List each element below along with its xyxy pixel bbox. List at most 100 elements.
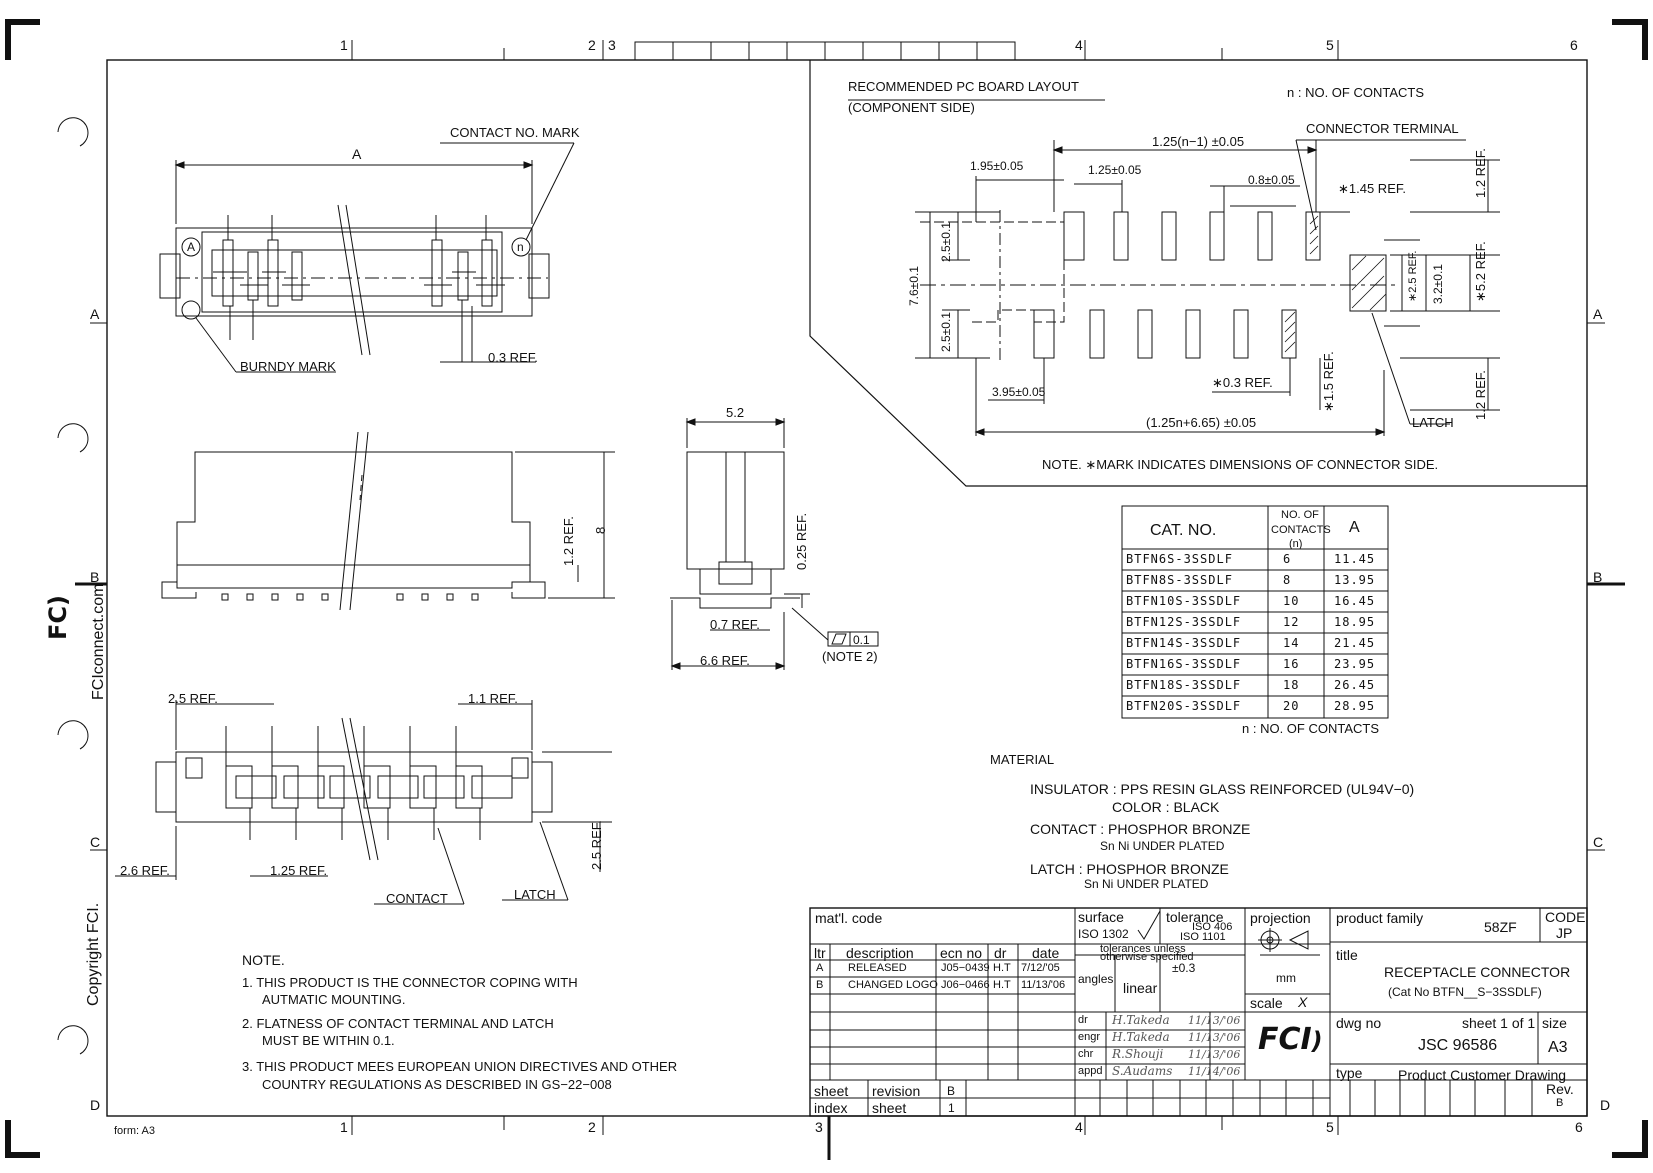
cat-cell-number: BTFN14S-3SSDLF <box>1126 636 1242 650</box>
circle-n-label: n <box>517 240 524 254</box>
tb-product-family: product family <box>1336 910 1424 926</box>
zone-col-3-bottom: 3 <box>815 1119 823 1135</box>
pcb-dim-15: ∗1.5 REF. <box>1321 351 1336 412</box>
tb-dwg-value: JSC 96586 <box>1418 1037 1498 1054</box>
bottom-view-dim-25-vertical: 2.5 REF. <box>589 820 604 870</box>
end-view-dim-07: 0.7 REF. <box>710 617 760 632</box>
form-label: form: A3 <box>114 1125 155 1137</box>
pcb-dim-145: ∗1.45 REF. <box>1338 181 1406 196</box>
tb-tol-unless-2: otherwise specified <box>1100 951 1194 963</box>
tb-revision-value: B <box>947 1084 956 1098</box>
cat-cell-number: BTFN12S-3SSDLF <box>1126 615 1242 629</box>
bottom-view-dim-125: 1.25 REF. <box>270 863 328 878</box>
tb-h-desc: description <box>846 945 914 961</box>
zone-col-5: 5 <box>1326 37 1334 53</box>
pcb-dim-32: 3.2±0.1 <box>1431 264 1445 304</box>
pcb-title: RECOMMENDED PC BOARD LAYOUT <box>848 79 1079 94</box>
zone-col-2-bottom: 2 <box>588 1119 596 1135</box>
cat-cell-contacts: 10 <box>1283 594 1300 608</box>
binder-hole <box>57 423 89 453</box>
end-view-dim-66: 6.6 REF. <box>700 653 750 668</box>
rev-cell-dr: H.T <box>993 979 1011 991</box>
tb-h-date: date <box>1032 945 1060 961</box>
cat-cell-a: 23.95 <box>1334 657 1376 671</box>
sig-name: H.Takeda <box>1112 1030 1170 1044</box>
pcb-dim-125: 1.25±0.05 <box>1088 163 1142 177</box>
rev-cell-date: 11/13/'06 <box>1021 979 1066 991</box>
tb-iso406: ISO 406 <box>1192 921 1233 933</box>
rev-cell-dr: H.T <box>993 962 1011 974</box>
tb-sheet-of: sheet 1 of 1 <box>1462 1015 1536 1031</box>
zone-row-a: A <box>90 306 100 322</box>
flatness-value: 0.1 <box>853 633 870 647</box>
connector-terminal-label: CONNECTOR TERMINAL <box>1306 121 1459 136</box>
bottom-view-dim-11: 1.1 REF. <box>468 691 518 706</box>
zone-col-6-bottom: 6 <box>1575 1119 1583 1135</box>
tb-iso1101: ISO 1101 <box>1180 931 1226 943</box>
tb-tol-unless-1: tolerances unless <box>1100 943 1186 955</box>
rev-cell-ecn: J05−0439 <box>941 962 990 974</box>
side-copyright: Copyright FCI. <box>85 902 102 1006</box>
zone-row-d: D <box>90 1097 101 1113</box>
tb-sheet-label: sheet <box>814 1083 849 1099</box>
tb-angles: angles <box>1078 972 1114 986</box>
tb-surface: surface <box>1078 909 1124 925</box>
tb-scale: scale <box>1250 995 1283 1011</box>
sig-role: chr <box>1078 1048 1094 1060</box>
zone-col-5-bottom: 5 <box>1326 1119 1334 1135</box>
tb-type-value: Product Customer Drawing <box>1398 1067 1567 1083</box>
zone-row-c: C <box>90 834 101 850</box>
rev-cell-ltr: B <box>816 979 824 991</box>
material-color: COLOR : BLACK <box>1112 799 1220 815</box>
cat-cell-a: 26.45 <box>1334 678 1376 692</box>
side-fci-logo: FC) <box>44 595 72 640</box>
sig-date: 11/14/'06 <box>1188 1065 1241 1078</box>
cat-cell-a: 28.95 <box>1334 699 1376 713</box>
corner-mark <box>1612 1120 1648 1158</box>
zone-row-a-right: A <box>1593 306 1603 322</box>
zone-col-2: 2 <box>588 37 596 53</box>
tb-matl-code: mat'l. code <box>815 910 883 926</box>
pcb-dim-12-bottom: 1.2 REF. <box>1473 370 1488 420</box>
cat-cell-number: BTFN10S-3SSDLF <box>1126 594 1242 608</box>
rev-cell-desc: RELEASED <box>848 962 907 974</box>
contact-no-mark-label: CONTACT NO. MARK <box>450 125 580 140</box>
sig-date: 11/13/'06 <box>1188 1048 1241 1061</box>
note-2-line-2: MUST BE WITHIN 0.1. <box>262 1033 395 1048</box>
zone-row-b: B <box>90 569 100 585</box>
zone-col-1-bottom: 1 <box>340 1119 348 1135</box>
note-1-line-2: AUTMATIC MOUNTING. <box>262 992 406 1007</box>
end-view-dim-52: 5.2 <box>726 405 745 420</box>
cat-cell-contacts: 6 <box>1283 552 1292 566</box>
corner-mark <box>1612 19 1648 60</box>
pcb-n-contacts: n : NO. OF CONTACTS <box>1287 85 1424 100</box>
tb-mm: mm <box>1276 971 1296 985</box>
tb-linear: linear <box>1123 980 1158 996</box>
pcb-subtitle: (COMPONENT SIDE) <box>848 100 975 115</box>
zone-row-c-right: C <box>1593 834 1604 850</box>
note-3-line-1: 3. THIS PRODUCT MEES EUROPEAN UNION DIRE… <box>242 1059 678 1074</box>
tb-h-ltr: ltr <box>814 945 826 961</box>
tb-revision-label: revision <box>872 1083 921 1099</box>
side-view-dim-12: 1.2 REF. <box>561 516 576 566</box>
rev-cell-date: 7/12/'05 <box>1021 962 1060 974</box>
material-contact-plating: Sn Ni UNDER PLATED <box>1100 839 1225 853</box>
cat-header-a: A <box>1349 519 1360 536</box>
fci-wave-icon: ) <box>1311 1027 1323 1055</box>
tb-scale-value: X <box>1298 994 1308 1010</box>
cat-cell-contacts: 18 <box>1283 678 1300 692</box>
zone-row-d-right: D <box>1600 1097 1611 1113</box>
tb-rev-value: B <box>1556 1097 1564 1109</box>
binder-hole <box>57 117 89 147</box>
cat-cell-a: 18.95 <box>1334 615 1376 629</box>
note-1-line-1: 1. THIS PRODUCT IS THE CONNECTOR COPING … <box>242 975 578 990</box>
bottom-view-dim-26: 2.6 REF. <box>120 863 170 878</box>
tb-projection: projection <box>1250 910 1311 926</box>
sig-role: appd <box>1078 1065 1103 1077</box>
pcb-dim-25-upper: 2.5±0.1 <box>939 222 953 262</box>
sig-role: dr <box>1078 1014 1088 1026</box>
sig-date: 11/13/'06 <box>1188 1031 1241 1044</box>
latch-label: LATCH <box>514 887 556 902</box>
note-3-line-2: COUNTRY REGULATIONS AS DESCRIBED IN GS−2… <box>262 1077 612 1092</box>
pcb-dim-125n1: 1.25(n−1) ±0.05 <box>1152 134 1245 149</box>
